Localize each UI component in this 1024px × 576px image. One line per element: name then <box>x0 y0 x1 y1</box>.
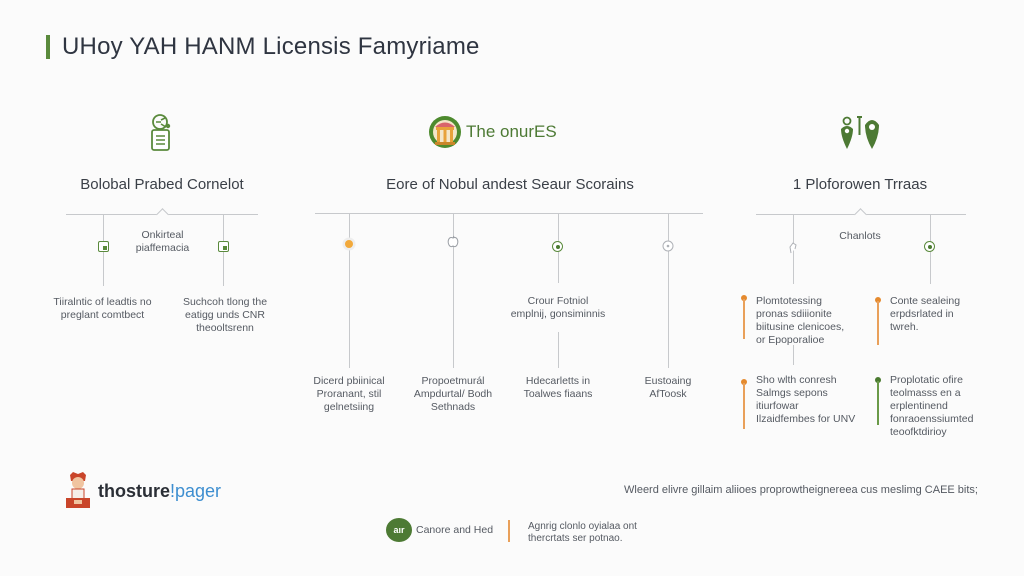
location-pins-icon <box>838 113 882 151</box>
card-icon <box>98 241 109 252</box>
item-marker-4 <box>875 377 881 383</box>
title-accent-bar <box>46 35 50 59</box>
item-bar-2 <box>877 301 879 345</box>
middle-branch-line-2 <box>453 213 454 368</box>
left-branch-text-1: Tiiralntic of leadtis no preglant comtbe… <box>53 296 152 321</box>
right-branch-connector <box>793 345 794 365</box>
middle-branch-mid-text-3: Crour Fotniol emplnij, gonsiminnis <box>510 295 606 320</box>
item-bar-1 <box>743 299 745 339</box>
left-center-label: Onkirteal piaffemacia <box>135 229 190 254</box>
middle-divider <box>315 213 703 214</box>
gear-outline-icon <box>661 239 675 253</box>
right-item-text-2: Conte sealeing erpdsrlated in twreh. <box>890 295 961 333</box>
middle-branch-text-1: Dicerd pbiinical Proranant, stil gelnets… <box>313 375 385 413</box>
item-bar-3 <box>743 383 745 429</box>
logo-text-main: thosture <box>98 481 170 501</box>
document-gear-icon <box>146 112 176 152</box>
item-marker-2 <box>875 297 881 303</box>
middle-section-heading: Eore of Nobul andest Seaur Scorains <box>386 176 634 193</box>
item-marker-1 <box>741 295 747 301</box>
hand-icon <box>787 240 799 254</box>
right-item-text-1: Plomtotessing pronas sdiiionite biitusin… <box>756 295 845 346</box>
footer-logo-text: thosture!pager <box>98 481 221 502</box>
page-title: UHoy YAH HANM Licensis Famyriame <box>62 33 480 60</box>
brand-text: The onurES <box>466 122 557 141</box>
middle-branch-line-3b <box>558 332 559 368</box>
target-dot-icon <box>552 241 563 252</box>
right-item-text-4: Proplotatic ofire teolmasss en a erplent… <box>890 374 974 438</box>
mascot-logo-icon <box>64 471 92 509</box>
legend-label: Canore and Hed <box>416 524 494 536</box>
middle-branch-line-4 <box>668 213 669 368</box>
right-item-text-3: Sho wlth conresh Salmgs sepons itiurfowa… <box>756 374 856 425</box>
legend-note: Agnrig clonlo oyialaa ont thercrtats ser… <box>528 521 637 544</box>
apple-icon <box>446 235 460 249</box>
middle-branch-text-4: Eustoaing AfToosk <box>644 375 692 400</box>
footer-note: Wleerd elivre gillaim aliioes proprowthe… <box>624 484 978 496</box>
middle-branch-text-2: Propoetmurál Ampdurtal/ Bodh Sethnads <box>413 375 493 413</box>
right-center-label: Chanlots <box>839 230 881 242</box>
item-bar-4 <box>877 381 879 425</box>
left-caret <box>156 208 169 221</box>
temple-gear-icon <box>428 114 462 150</box>
right-target-icon <box>924 241 935 252</box>
left-branch-text-2: Suchcoh tlong the eatigg unds CNR theool… <box>182 296 268 334</box>
sun-icon <box>342 237 356 251</box>
legend-badge: aır <box>386 518 412 542</box>
item-marker-3 <box>741 379 747 385</box>
middle-branch-text-3: Hdecarletts in Toalwes fiaans <box>523 375 593 400</box>
left-section-heading: Bolobal Prabed Cornelot <box>80 176 244 193</box>
logo-text-accent: !pager <box>170 481 222 501</box>
middle-branch-line-1 <box>349 213 350 368</box>
right-caret <box>854 208 867 221</box>
legend-divider <box>508 520 510 542</box>
right-section-heading: 1 Ploforowen Trraas <box>792 176 928 193</box>
window-icon <box>218 241 229 252</box>
